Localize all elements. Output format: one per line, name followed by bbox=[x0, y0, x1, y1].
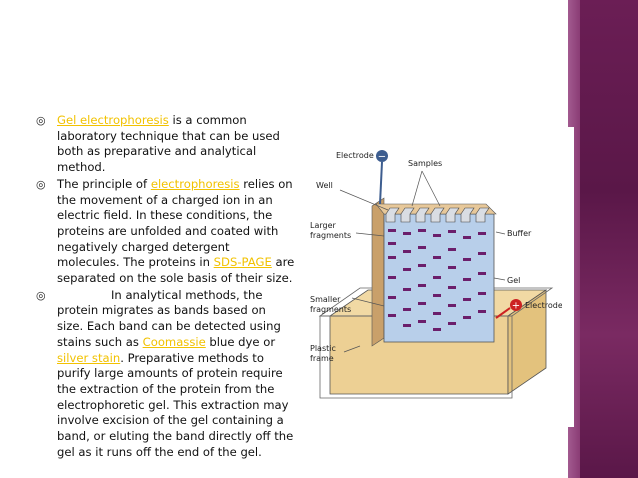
bullet-text: Gel electrophoresis is a common laborato… bbox=[57, 113, 295, 176]
text-run: In analytical methods, the protein migra… bbox=[57, 287, 281, 349]
bullet-item: ◎ Gel electrophoresis is a common laborat… bbox=[36, 113, 296, 176]
label-frame: frame bbox=[310, 354, 334, 363]
positive-electrode-icon bbox=[510, 299, 522, 311]
label-well: Well bbox=[316, 181, 333, 190]
text-run: relies on the movement of a charged ion … bbox=[57, 176, 293, 270]
inline-link[interactable]: Coomassie bbox=[142, 334, 206, 349]
label-gel: Gel bbox=[507, 276, 520, 285]
positive-electrode-wire bbox=[495, 307, 511, 319]
protein-bands bbox=[388, 229, 486, 331]
label-smaller-fragments: fragments bbox=[310, 305, 351, 314]
label-buffer: Buffer bbox=[507, 229, 532, 238]
target-bullet-icon: ◎ bbox=[36, 288, 46, 302]
negative-electrode-symbol: − bbox=[378, 152, 386, 163]
text-run: The principle of bbox=[57, 176, 151, 191]
label-smaller: Smaller bbox=[310, 295, 341, 304]
leader-lines bbox=[339, 170, 506, 353]
inline-link[interactable]: Gel electrophoresis bbox=[57, 113, 169, 127]
negative-electrode-wire bbox=[379, 161, 383, 205]
buffer-tank-side bbox=[507, 289, 547, 395]
inline-link[interactable]: silver stain bbox=[57, 350, 121, 365]
wells bbox=[385, 207, 490, 223]
bullet-item: ◎ The principle of electrophoresis relies… bbox=[36, 177, 296, 287]
target-bullet-icon: ◎ bbox=[36, 114, 46, 127]
label-electrode-top: Electrode bbox=[336, 151, 374, 160]
bullet-list: ◎ Gel electrophoresis is a common laborat… bbox=[36, 113, 296, 461]
text-run: blue dye or bbox=[205, 334, 276, 349]
bullet-text: In analytical methods, the protein migra… bbox=[57, 288, 295, 461]
label-larger: Larger bbox=[310, 221, 337, 230]
target-bullet-icon: ◎ bbox=[36, 177, 46, 191]
text-run: . Preparative methods to purify large am… bbox=[57, 350, 294, 459]
positive-electrode-symbol: + bbox=[512, 301, 520, 312]
label-samples: Samples bbox=[408, 159, 442, 168]
inline-link[interactable]: SDS-PAGE bbox=[213, 255, 272, 270]
bullet-item: ◎ In analytical methods, the protein migr… bbox=[36, 288, 296, 461]
gel-electrophoresis-diagram: − + Electrode Samples Well Larger fragme… bbox=[310, 150, 562, 399]
text-run: is a common laboratory technique that ca… bbox=[57, 113, 280, 175]
label-larger-fragments: fragments bbox=[310, 231, 351, 240]
negative-electrode-icon bbox=[376, 150, 388, 162]
label-electrode-bottom: Electrode bbox=[525, 301, 562, 310]
text-run: are separated on the sole basis of their… bbox=[57, 255, 295, 286]
bullet-text: The principle of electrophoresis relies … bbox=[57, 177, 295, 287]
decorative-sidebar-stripe bbox=[568, 127, 574, 427]
label-plastic: Plastic bbox=[310, 344, 336, 353]
gel-side bbox=[371, 197, 385, 347]
inline-link[interactable]: electrophoresis bbox=[150, 176, 240, 191]
